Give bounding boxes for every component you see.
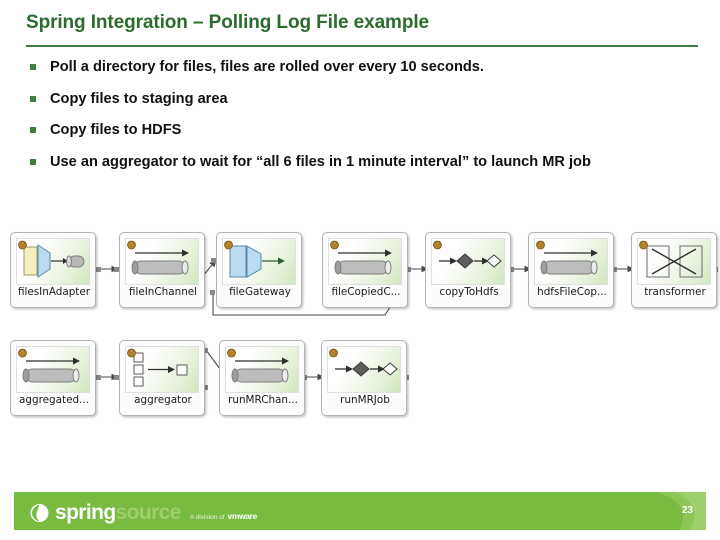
- node-aggregator[interactable]: aggregator: [119, 340, 205, 416]
- node-copyToHdfs[interactable]: copyToHdfs: [425, 232, 511, 308]
- node-aggregatedChannel[interactable]: aggregated...: [10, 340, 96, 416]
- node-transformer[interactable]: transformer: [631, 232, 717, 308]
- node-icon-area: [637, 238, 711, 285]
- component-badge-icon: [18, 240, 27, 250]
- node-label: hdfsFileCop...: [537, 286, 607, 298]
- node-label: transformer: [644, 286, 706, 298]
- node-icon-area: [534, 238, 608, 285]
- node-fileInChannel[interactable]: fileInChannel: [119, 232, 205, 308]
- component-badge-icon: [330, 240, 339, 250]
- channel-icon: [231, 357, 289, 383]
- spring-leaf-icon: [30, 504, 49, 522]
- springsource-logo: spring source A division of vmware: [30, 501, 257, 525]
- node-icon-area: [225, 346, 299, 393]
- logo-tagline: A division of: [189, 514, 225, 521]
- title-divider: [26, 45, 698, 47]
- page-title-container: Spring Integration – Polling Log File ex…: [26, 12, 694, 34]
- node-label: runMRChan...: [228, 394, 298, 406]
- gateway-icon: [229, 245, 285, 278]
- logo-text-vmware: vmware: [227, 511, 258, 521]
- channel-icon: [334, 249, 392, 275]
- list-item: Copy files to HDFS: [24, 121, 696, 140]
- footer-bar: spring source A division of vmware 23: [14, 492, 706, 530]
- node-fileCopiedChannel[interactable]: fileCopiedC...: [322, 232, 408, 308]
- bullet-square-icon: [30, 95, 36, 102]
- node-label: runMRJob: [340, 394, 390, 406]
- node-label: filesInAdapter: [17, 286, 91, 298]
- component-badge-icon: [536, 240, 545, 250]
- node-filesInAdapter[interactable]: filesInAdapter: [10, 232, 96, 308]
- node-label: fileCopiedC...: [331, 286, 401, 298]
- bullet-square-icon: [30, 159, 36, 166]
- list-item: Use an aggregator to wait for “all 6 fil…: [24, 153, 670, 172]
- node-fileGateway[interactable]: fileGateway: [216, 232, 302, 308]
- node-runMRChannel[interactable]: runMRChan...: [219, 340, 305, 416]
- list-item-text: Poll a directory for files, files are ro…: [50, 59, 484, 75]
- bullet-list: Poll a directory for files, files are ro…: [24, 58, 696, 185]
- node-icon-area: [16, 238, 90, 285]
- channel-icon: [540, 249, 598, 275]
- node-runMRJob[interactable]: runMRJob: [321, 340, 407, 416]
- list-item-text: Use an aggregator to wait for “all 6 fil…: [50, 154, 591, 171]
- service-activator-icon: [439, 253, 502, 269]
- list-item-text: Copy files to HDFS: [50, 122, 182, 139]
- transformer-icon: [646, 245, 703, 278]
- aggregator-icon: [133, 352, 188, 387]
- component-badge-icon: [127, 348, 136, 358]
- inbound-adapter-icon: [23, 244, 85, 278]
- node-icon-area: [327, 346, 401, 393]
- channel-icon: [22, 357, 80, 383]
- node-label: aggregated...: [19, 394, 89, 406]
- bullet-square-icon: [30, 127, 36, 134]
- footer-swoosh-decoration: [656, 492, 706, 530]
- list-item: Copy files to staging area: [24, 90, 696, 109]
- node-icon-area: [431, 238, 505, 285]
- logo-text-source: source: [115, 501, 182, 524]
- node-label: fileInChannel: [128, 286, 198, 298]
- page-number: 23: [681, 505, 693, 516]
- component-badge-icon: [224, 240, 233, 250]
- node-hdfsFileCopiedChannel[interactable]: hdfsFileCop...: [528, 232, 614, 308]
- node-icon-area: [125, 238, 199, 285]
- node-label: copyToHdfs: [439, 286, 499, 298]
- component-badge-icon: [127, 240, 136, 250]
- service-activator-icon: [335, 361, 398, 377]
- node-icon-area: [328, 238, 402, 285]
- component-badge-icon: [329, 348, 338, 358]
- node-icon-area: [125, 346, 199, 393]
- list-item-text: Copy files to staging area: [50, 90, 228, 107]
- component-badge-icon: [227, 348, 236, 358]
- component-badge-icon: [639, 240, 648, 250]
- list-item: Poll a directory for files, files are ro…: [24, 58, 696, 77]
- bullet-square-icon: [30, 64, 36, 70]
- node-icon-area: [222, 238, 296, 285]
- channel-icon: [131, 249, 189, 275]
- node-label: fileGateway: [229, 286, 291, 298]
- node-label: aggregator: [134, 394, 192, 406]
- page-title: Spring Integration – Polling Log File ex…: [26, 12, 429, 33]
- logo-text-spring: spring: [55, 501, 116, 524]
- integration-flow-diagram: filesInAdapter fileInChannel: [0, 222, 720, 472]
- component-badge-icon: [433, 240, 442, 250]
- node-icon-area: [16, 346, 90, 393]
- component-badge-icon: [18, 348, 27, 358]
